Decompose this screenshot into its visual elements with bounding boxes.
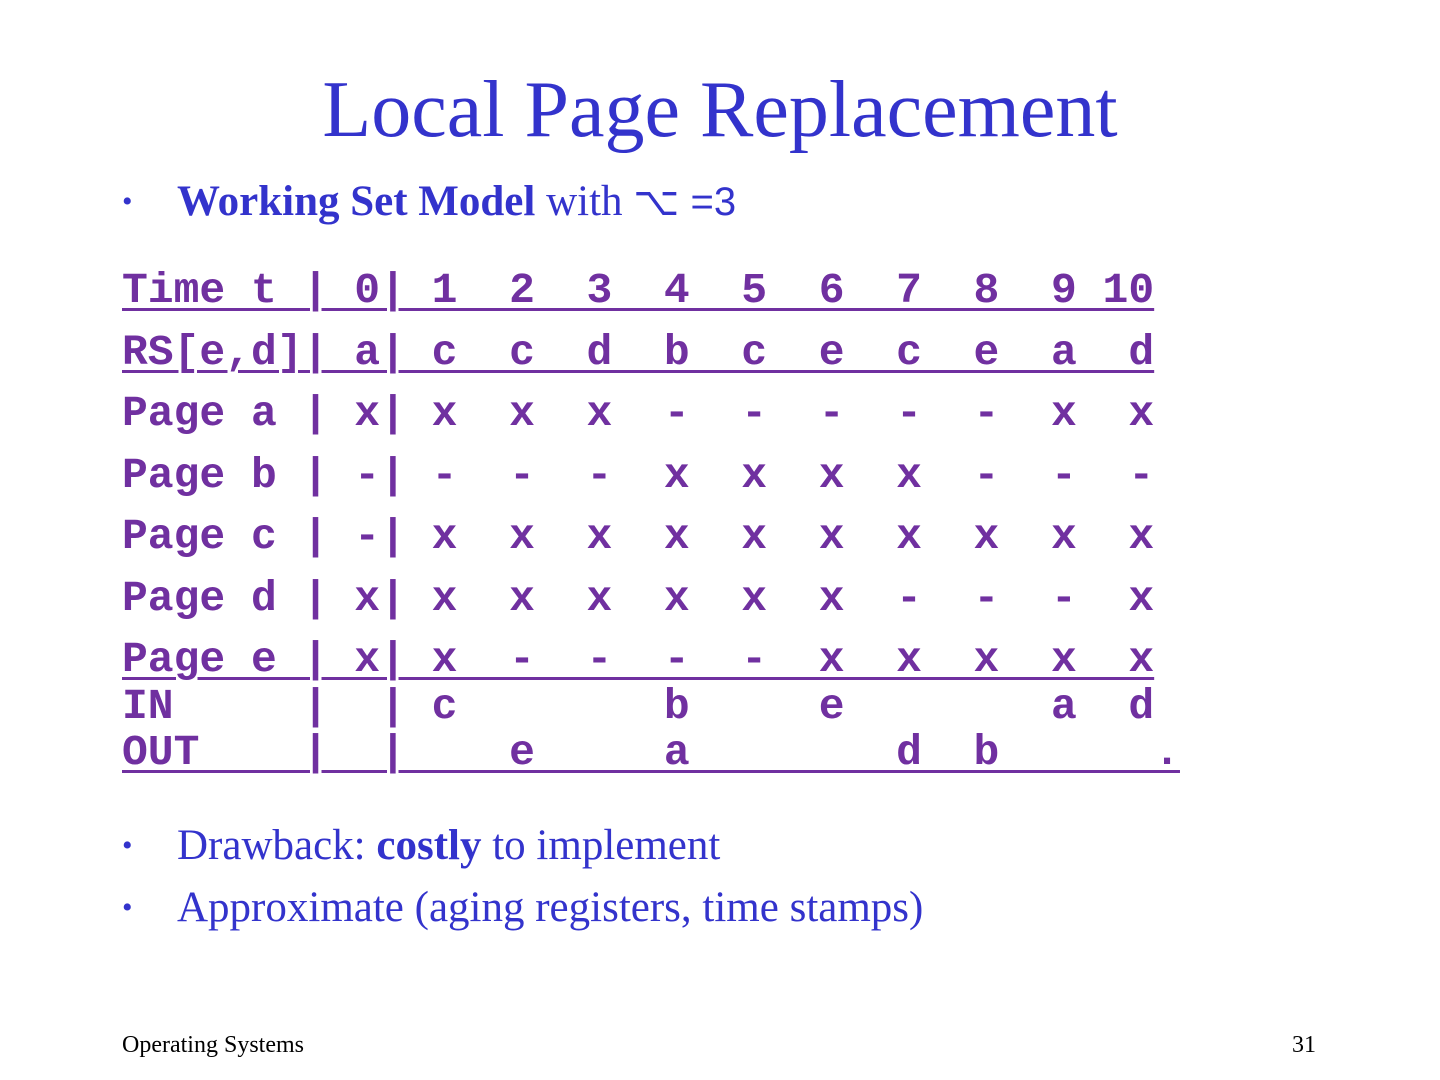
bullet-bold-text: Working Set Model: [177, 178, 536, 225]
bullet-bold-text: costly: [376, 822, 482, 869]
table-line-page-c: Page c | -| x x x x x x x x x x: [122, 512, 1155, 561]
bullet-text: Drawback: costly to implement: [177, 822, 721, 869]
bullet-plain-text: with: [535, 178, 634, 225]
slide-title: Local Page Replacement: [322, 66, 1118, 154]
footer-course-name: Operating Systems: [122, 1032, 304, 1058]
table-line-page-a: Page a | x| x x x - - - - - x x: [122, 389, 1155, 438]
footer-page-number: 31: [1292, 1032, 1316, 1058]
bullet-dot: •: [122, 185, 133, 218]
bullet-text: Approximate (aging registers, time stamp…: [177, 884, 924, 931]
bullet-text: Working Set Model with ⌥ =3: [177, 176, 736, 228]
table-line-page-d: Page d | x| x x x x x x - - - x: [122, 573, 1155, 623]
table-line-time: Time t | 0| 1 2 3 4 5 6 7 8 9 10: [122, 266, 1155, 315]
working-set-table: Time t | 0| 1 2 3 4 5 6 7 8 9 10 RS[e,d]…: [122, 265, 1180, 784]
table-line-in: IN | | c b e a d: [122, 682, 1155, 731]
tau-equals-three: ⌥ =3: [633, 180, 737, 224]
bullet-dot: •: [122, 829, 133, 862]
table-line-page-e: Page e | x| x - - - - x x x x x: [122, 635, 1155, 684]
table-line-out: OUT | | e a d b .: [122, 728, 1180, 777]
table-line-page-b: Page b | -| - - - x x x x - - -: [122, 450, 1155, 500]
table-line-reference-string: RS[e,d]| a| c c d b c e c e a d: [122, 327, 1155, 377]
bullet-dot: •: [122, 891, 133, 924]
